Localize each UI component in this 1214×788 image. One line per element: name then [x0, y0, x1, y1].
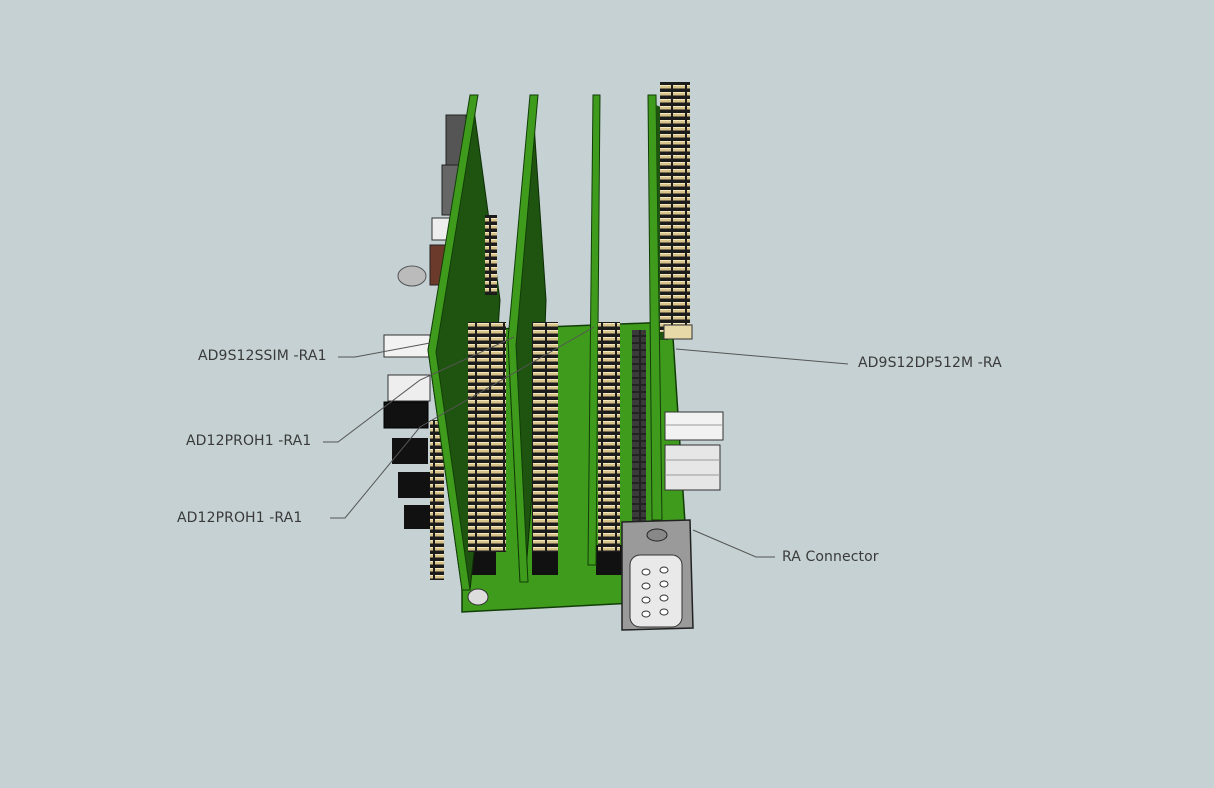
board-ad12proh1-b [587, 94, 620, 566]
board-ad9s12ssim [427, 94, 506, 591]
label-ad9s12ssim: AD9S12SSIM -RA1 [198, 348, 327, 364]
leader-dp512m [675, 348, 849, 365]
board-ad12proh1-a [507, 94, 558, 583]
board-ad9s12dp512m [647, 82, 693, 521]
base-header [632, 330, 646, 560]
leader-ssim [338, 342, 431, 358]
db9-connector [621, 519, 694, 631]
label-ad12proh1-a: AD12PROH1 -RA1 [186, 433, 312, 449]
right-angle-pins [664, 411, 724, 491]
side-components [383, 114, 467, 580]
leader-lines [323, 326, 849, 558]
leader-proh1-a [323, 336, 515, 443]
label-ad12proh1-b: AD12PROH1 -RA1 [177, 510, 303, 526]
leader-proh1-b [330, 326, 595, 519]
mounting-hole [467, 588, 489, 606]
label-ad9s12dp512m: AD9S12DP512M -RA [858, 355, 1002, 371]
leader-ra-connector [692, 529, 775, 558]
label-ra-connector: RA Connector [782, 549, 879, 565]
